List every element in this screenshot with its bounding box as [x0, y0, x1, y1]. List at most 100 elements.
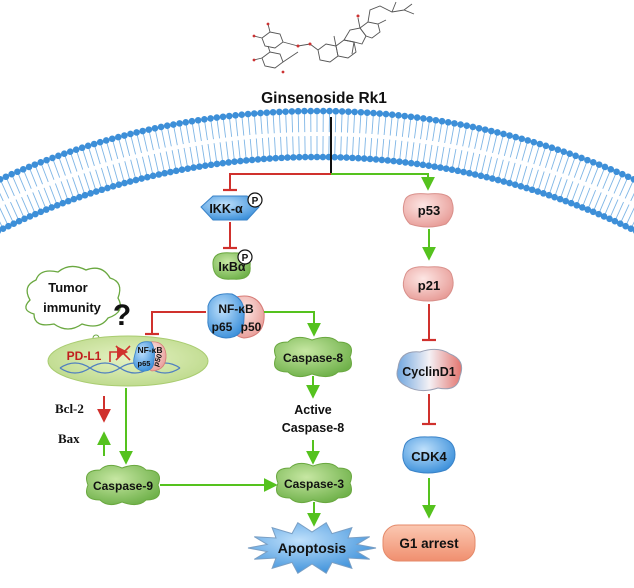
- nfkb-small-p65: [133, 341, 155, 372]
- lipid-tail: [100, 144, 113, 184]
- lipid-tail: [582, 167, 599, 205]
- lipid-head: [269, 108, 277, 116]
- lipid-head: [395, 112, 402, 119]
- lipid-head: [15, 217, 23, 225]
- lipid-head: [196, 163, 203, 170]
- lipid-head: [109, 183, 117, 190]
- lipid-tail: [475, 132, 485, 172]
- cdk4-label: CDK4: [411, 449, 447, 464]
- lipid-head: [115, 181, 123, 188]
- lipid-head: [0, 176, 4, 183]
- lipid-head: [607, 166, 615, 173]
- lipid-tail: [492, 136, 504, 176]
- lipid-head: [407, 113, 415, 121]
- lipid-head: [157, 123, 165, 131]
- cyclind1-node: [396, 348, 463, 392]
- lipid-tail: [566, 160, 581, 199]
- lipid-tail: [509, 141, 522, 181]
- lipid-tail: [247, 117, 253, 157]
- ikk-alpha-node: [200, 195, 260, 221]
- gene-promoter-arrow-icon: [109, 346, 129, 362]
- lipid-head: [31, 161, 39, 168]
- lipid-tail: [142, 133, 153, 174]
- lipid-head: [98, 186, 106, 194]
- lipid-head: [528, 186, 536, 194]
- lipid-head: [254, 156, 262, 163]
- lipid-head: [178, 166, 186, 174]
- lipid-tail: [18, 174, 35, 212]
- lipid-head: [542, 142, 550, 150]
- lipid-head: [471, 171, 479, 178]
- lipid-head: [90, 140, 98, 148]
- lipid-head: [500, 178, 508, 185]
- lipid-head: [190, 164, 197, 171]
- lipid-head: [396, 158, 403, 166]
- lipid-head: [413, 114, 421, 121]
- caspase3-label: Caspase-3: [284, 477, 344, 491]
- lipid-head: [213, 160, 221, 168]
- lipid-head: [26, 213, 34, 220]
- lipid-tail: [363, 115, 368, 156]
- lipid-tail: [185, 125, 194, 165]
- lipid-tail: [399, 118, 405, 159]
- lipid-head: [266, 155, 274, 162]
- lipid-head: [59, 199, 67, 207]
- lipid-tail: [279, 114, 282, 155]
- lipid-tail: [291, 114, 294, 155]
- lipid-tail: [155, 131, 165, 171]
- lipid-head: [512, 133, 519, 141]
- lipid-tail: [23, 171, 41, 210]
- lipid-tail: [457, 128, 467, 168]
- lipid-head: [360, 155, 368, 162]
- lipid-head: [188, 117, 196, 125]
- lipid-head: [413, 160, 421, 168]
- lipid-tail: [393, 118, 399, 159]
- lipid-head: [572, 152, 579, 160]
- lipid-tail: [94, 146, 108, 186]
- lipid-tail: [440, 125, 449, 165]
- lipid-head: [481, 126, 489, 133]
- lipid-head: [517, 183, 525, 190]
- lipid-tail: [571, 162, 587, 201]
- lipid-tail: [328, 114, 330, 155]
- lipid-head: [307, 153, 315, 161]
- lipid-head: [290, 154, 297, 161]
- lipid-head: [127, 130, 134, 138]
- lipid-head: [8, 170, 15, 178]
- lipid-head: [337, 154, 344, 161]
- g1-arrest-label: G1 arrest: [399, 536, 459, 551]
- lipid-head: [276, 108, 283, 116]
- lipid-head: [37, 159, 45, 166]
- lipid-tail: [504, 139, 516, 179]
- lipid-head: [566, 150, 574, 158]
- lipid-head: [313, 107, 321, 115]
- lipid-head: [184, 165, 192, 172]
- lipid-tail: [560, 158, 576, 197]
- lipid-head: [76, 193, 83, 201]
- immunity-label: immunity: [43, 300, 102, 315]
- active-caspase8-label: Caspase-8: [282, 421, 345, 435]
- lipid-tail: [405, 119, 412, 160]
- lipid-tail: [136, 135, 148, 175]
- lipid-tail: [498, 138, 510, 178]
- lipid-head: [578, 154, 585, 162]
- lipid-head: [611, 217, 619, 225]
- phospho-icon-ikb: [237, 249, 253, 265]
- lipid-head: [0, 225, 7, 233]
- lipid-tail: [179, 126, 188, 166]
- lipid-head: [43, 156, 50, 164]
- lipid-head: [500, 130, 507, 138]
- lipid-head: [288, 108, 296, 115]
- phospho-label-ikb: P: [242, 253, 249, 264]
- inhibit-nfkb-pdl1: [151, 311, 206, 334]
- lipid-head: [10, 220, 18, 227]
- lipid-tail: [53, 160, 68, 199]
- lipid-tail: [334, 114, 337, 155]
- caspase3-node: [276, 462, 352, 504]
- lipid-head: [349, 154, 356, 162]
- lipid-head: [272, 154, 279, 162]
- lipid-tail: [358, 115, 362, 156]
- lipid-head: [619, 170, 626, 178]
- p50-label: p50: [241, 320, 262, 334]
- lipid-head: [463, 122, 471, 130]
